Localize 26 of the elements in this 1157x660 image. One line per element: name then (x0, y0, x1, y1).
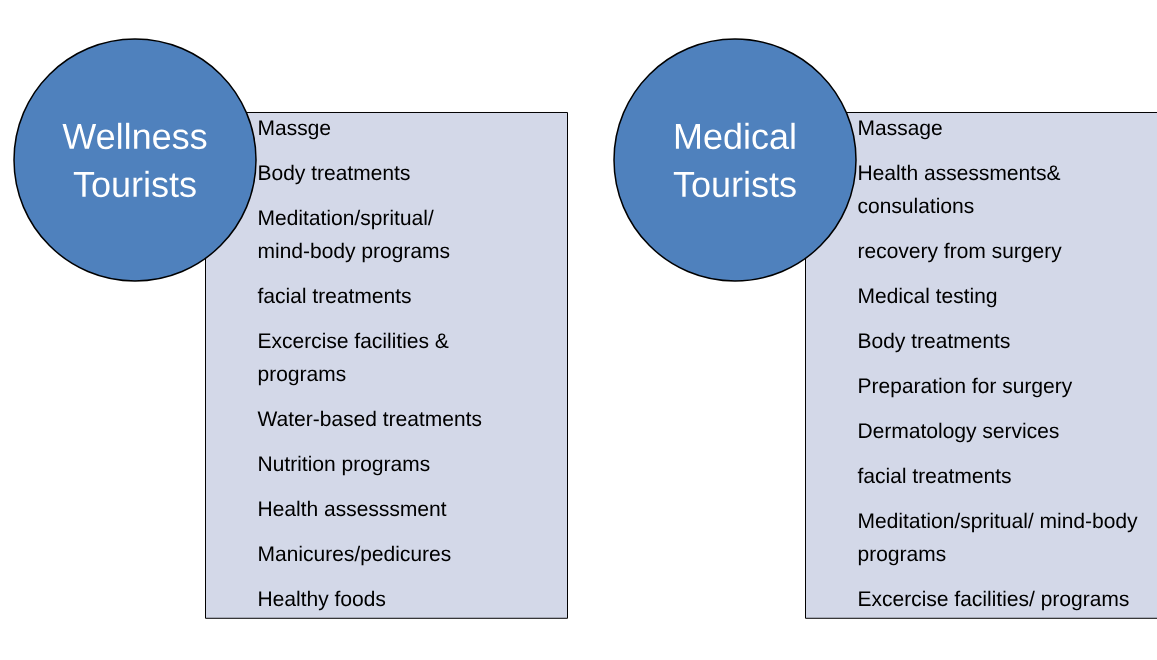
list-item: Medical testing (859, 287, 997, 308)
list-item: Healthy foods (259, 590, 386, 611)
list-item: Preparation for surgery (859, 377, 1073, 398)
list-item: Dermatology services (859, 422, 1059, 443)
list-box (805, 112, 1157, 619)
list-item: Body treatments (259, 164, 410, 185)
list-item: Massage (859, 120, 942, 140)
list-item: Water-based treatments (257, 410, 482, 427)
list-item: Health assessments& consulations (858, 164, 1061, 214)
list-item: Health assesssment (259, 500, 447, 517)
list-item: Meditation/spritual/ mind-body programs (858, 512, 1138, 566)
list-item: Massge (259, 120, 331, 140)
list-item: Meditation/spritual/ mind-body programs (258, 209, 450, 263)
list-item: Body treatments (859, 332, 1010, 353)
circle-label: Wellness Tourists (62, 122, 207, 198)
list-box (205, 112, 568, 619)
list-item: Excercise facilities & programs (258, 332, 449, 386)
list-item: facial treatments (857, 467, 1011, 484)
list-item: Nutrition programs (259, 455, 430, 476)
title-circle (613, 38, 857, 282)
title-circle (13, 38, 257, 282)
list-item: Excercise facilities/ programs (859, 590, 1129, 611)
list-item: Manicures/pedicures (259, 545, 451, 566)
list-item: facial treatments (257, 287, 411, 304)
circle-label: Medical Tourists (673, 122, 796, 198)
list-item: recovery from surgery (858, 242, 1062, 263)
